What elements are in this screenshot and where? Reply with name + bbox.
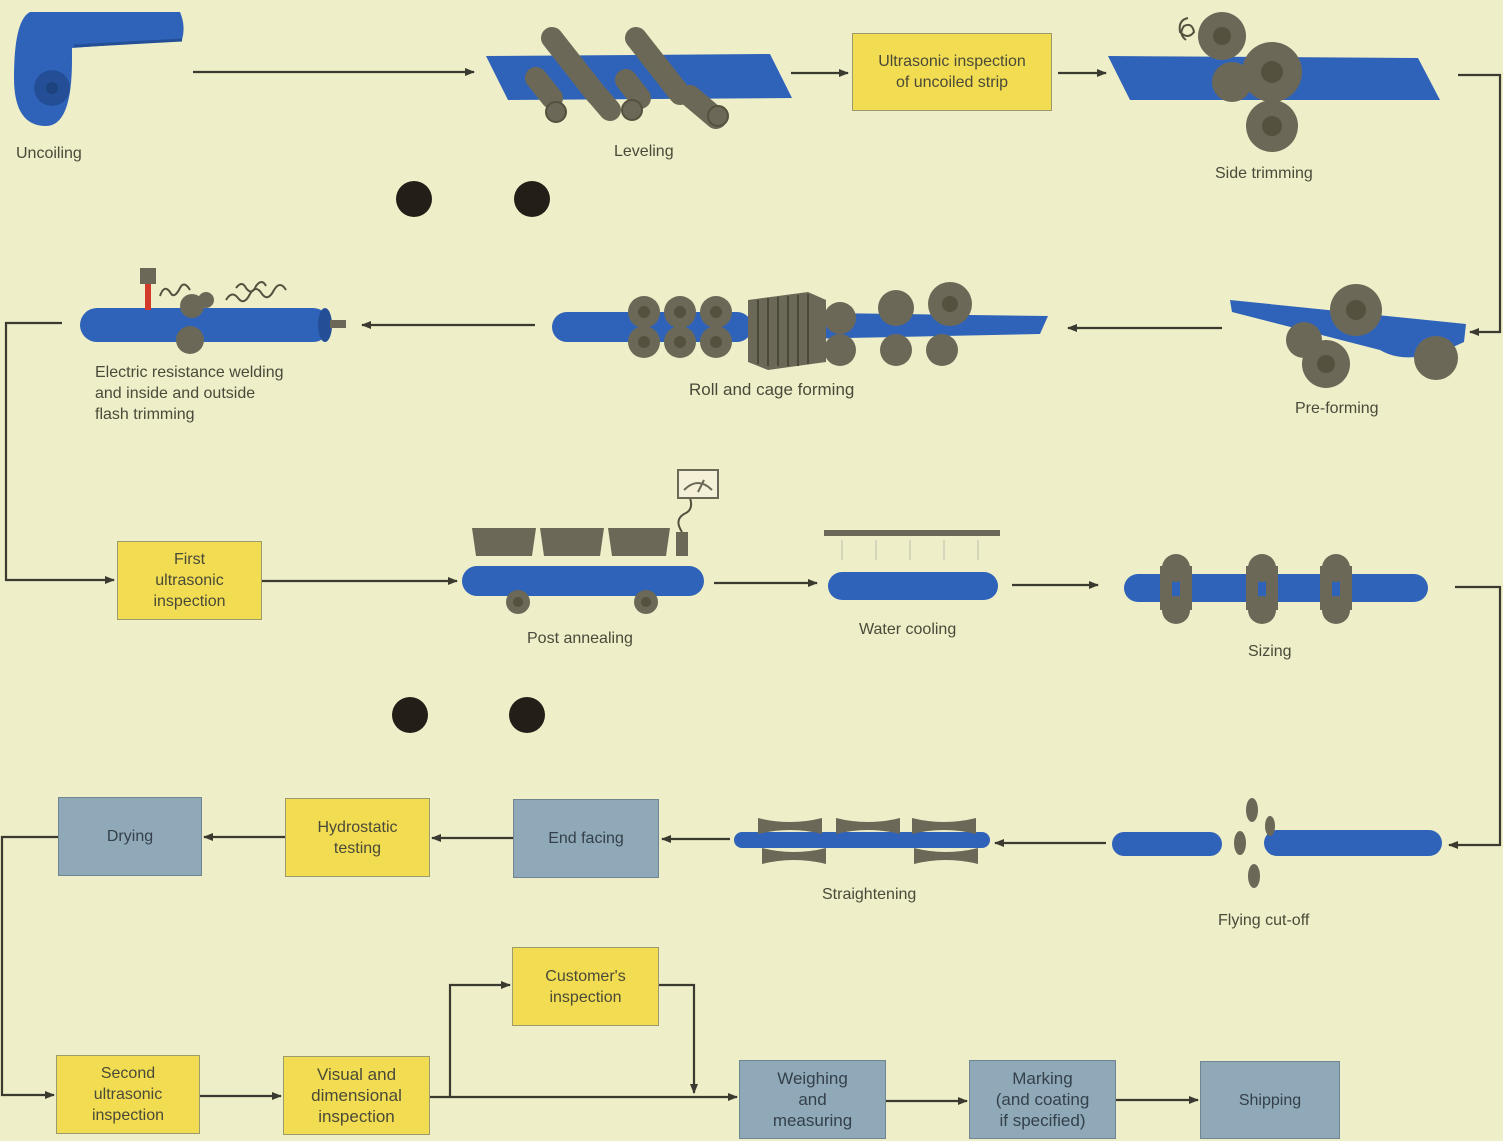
arrow-drying-to-second-ultrasonic (0, 835, 58, 1099)
preforming-rollers-icon (1230, 284, 1466, 388)
label-sizing: Sizing (1248, 643, 1292, 660)
box-shipping: Shipping (1200, 1061, 1340, 1139)
label-side-trimming: Side trimming (1215, 165, 1313, 182)
box-end-facing: End facing (513, 799, 659, 878)
label-post-annealing: Post annealing (527, 630, 633, 647)
label-roll-cage-forming: Roll and cage forming (689, 380, 855, 399)
arrow-trimming-to-preforming (1458, 73, 1502, 336)
label-erw: Electric resistance welding and inside a… (95, 364, 284, 423)
sizing-rollers-icon (1124, 554, 1428, 624)
coil-icon (14, 12, 184, 126)
leveling-rollers-icon (486, 27, 792, 129)
box-weighing: Weighing and measuring (739, 1060, 886, 1139)
cage-forming-icon (748, 292, 826, 370)
box-visual-dimensional: Visual and dimensional inspection (283, 1056, 430, 1135)
box-second-ultrasonic: Second ultrasonic inspection (56, 1055, 200, 1134)
marker-dot (509, 697, 545, 733)
box-drying: Drying (58, 797, 202, 876)
label-uncoiling: Uncoiling (16, 145, 82, 162)
marker-dot (514, 181, 550, 217)
label-leveling: Leveling (614, 143, 674, 160)
arrow-sizing-to-cutoff (1448, 585, 1502, 849)
box-customers-inspection: Customer's inspection (512, 947, 659, 1026)
box-marking: Marking (and coating if specified) (969, 1060, 1116, 1139)
arrow-visual-to-customer (448, 981, 511, 1097)
trimming-rollers-icon (1108, 12, 1440, 152)
forming-rollers-icon (552, 282, 1048, 370)
straightening-rollers-icon (734, 818, 990, 864)
label-straightening: Straightening (822, 886, 917, 903)
label-pre-forming: Pre-forming (1295, 400, 1379, 417)
box-ultrasonic-strip: Ultrasonic inspection of uncoiled strip (852, 33, 1052, 111)
label-flying-cutoff: Flying cut-off (1218, 912, 1310, 929)
furnace-icon (462, 469, 719, 614)
marker-dot (396, 181, 432, 217)
arrow-welding-to-first-ultrasonic (4, 321, 115, 584)
box-first-ultrasonic: First ultrasonic inspection (117, 541, 262, 620)
welder-icon (80, 268, 346, 354)
arrow-customer-to-weighing (659, 983, 698, 1094)
sprinkler-icon (824, 530, 1000, 600)
cutoff-knives-icon (1112, 798, 1442, 888)
marker-dot (392, 697, 428, 733)
label-water-cooling: Water cooling (859, 621, 957, 638)
box-hydrostatic: Hydrostatic testing (285, 798, 430, 877)
